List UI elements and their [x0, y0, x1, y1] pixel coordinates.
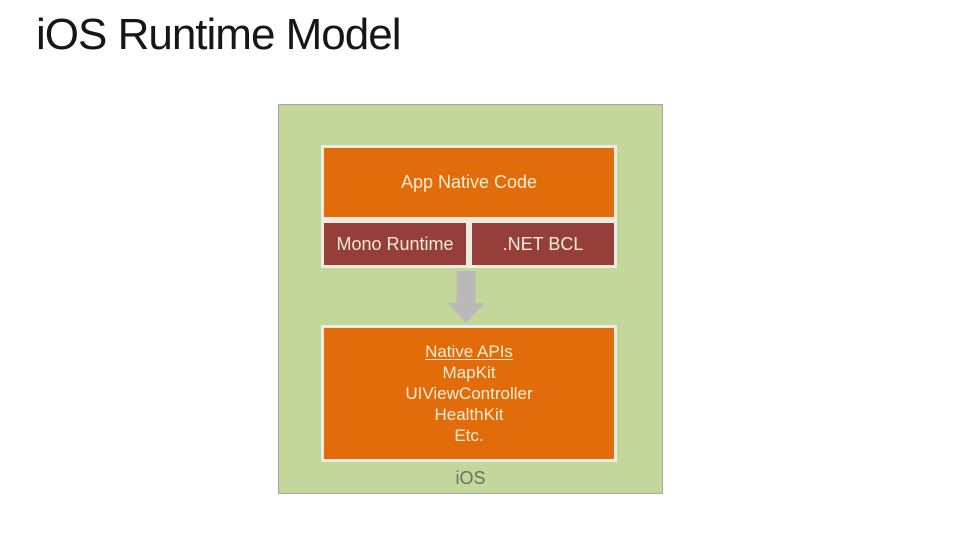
native-api-item: MapKit [442, 363, 496, 382]
mono-runtime-box: Mono Runtime [321, 220, 469, 268]
native-api-item: HealthKit [434, 405, 504, 424]
slide-title: iOS Runtime Model [36, 10, 401, 59]
ios-platform-panel: App Native Code Mono Runtime .NET BCL Na… [278, 104, 663, 494]
platform-label: iOS [455, 468, 486, 488]
app-native-code-label: App Native Code [400, 172, 538, 192]
down-arrow-icon [447, 271, 485, 323]
native-api-item: UIViewController [405, 384, 533, 403]
mono-runtime-label: Mono Runtime [336, 233, 454, 254]
native-apis-box: Native APIs MapKit UIViewController Heal… [321, 325, 617, 462]
native-api-item: Etc. [454, 426, 484, 445]
app-native-code-box: App Native Code [321, 145, 617, 220]
native-apis-heading: Native APIs [425, 342, 513, 361]
net-bcl-label: .NET BCL [502, 233, 584, 254]
net-bcl-box: .NET BCL [469, 220, 617, 268]
